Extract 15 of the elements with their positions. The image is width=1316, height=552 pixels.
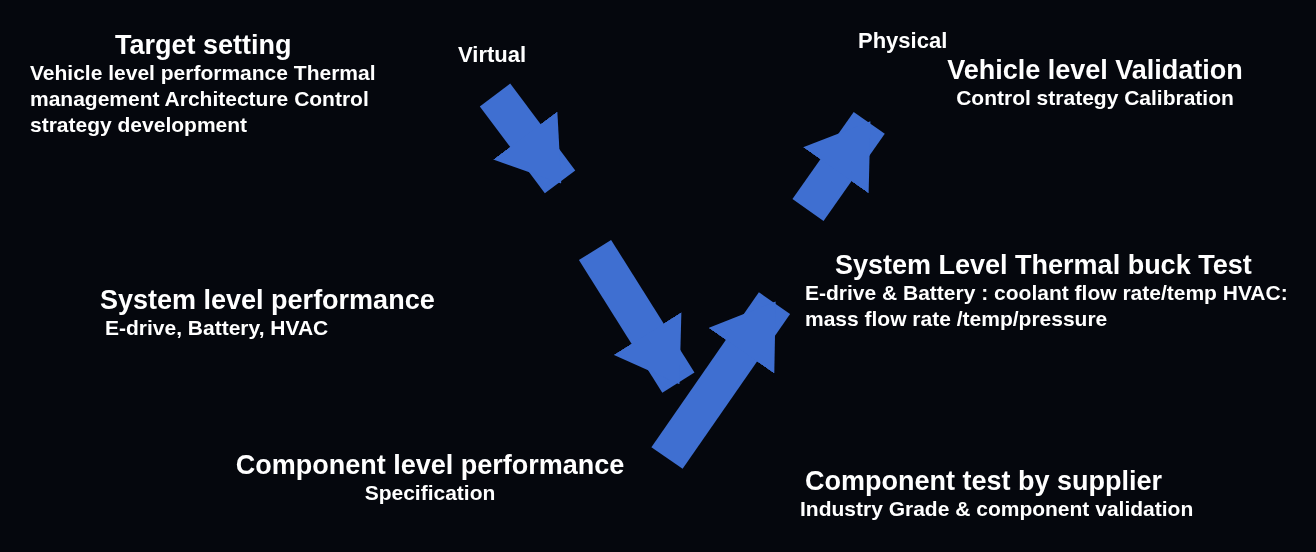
stage-description: Specification [363, 480, 497, 506]
stage-heading: Target setting [114, 30, 293, 60]
block-arrow [651, 292, 791, 469]
stage-heading: Component test by supplier [804, 466, 1164, 496]
stage-heading: System level performance [100, 285, 436, 315]
stage-description: Industry Grade & component validation [800, 496, 1195, 522]
stage-description: Control strategy Calibration [955, 85, 1235, 111]
stage-description: E-drive & Battery : coolant flow rate/temp HVAC: mass flow rate /temp/pressure [805, 280, 1289, 332]
stage-heading: System Level Thermal buck Test [834, 250, 1253, 280]
stage-heading: Component level performance [234, 450, 626, 480]
stage-heading: Vehicle level Validation [946, 55, 1244, 85]
stage-description: E-drive, Battery, HVAC [104, 315, 330, 341]
phase-label: Physical [858, 28, 948, 54]
stage-description: Vehicle level performance Thermal management Architecture Control strategy development [30, 60, 377, 138]
phase-label: Virtual [458, 42, 527, 68]
